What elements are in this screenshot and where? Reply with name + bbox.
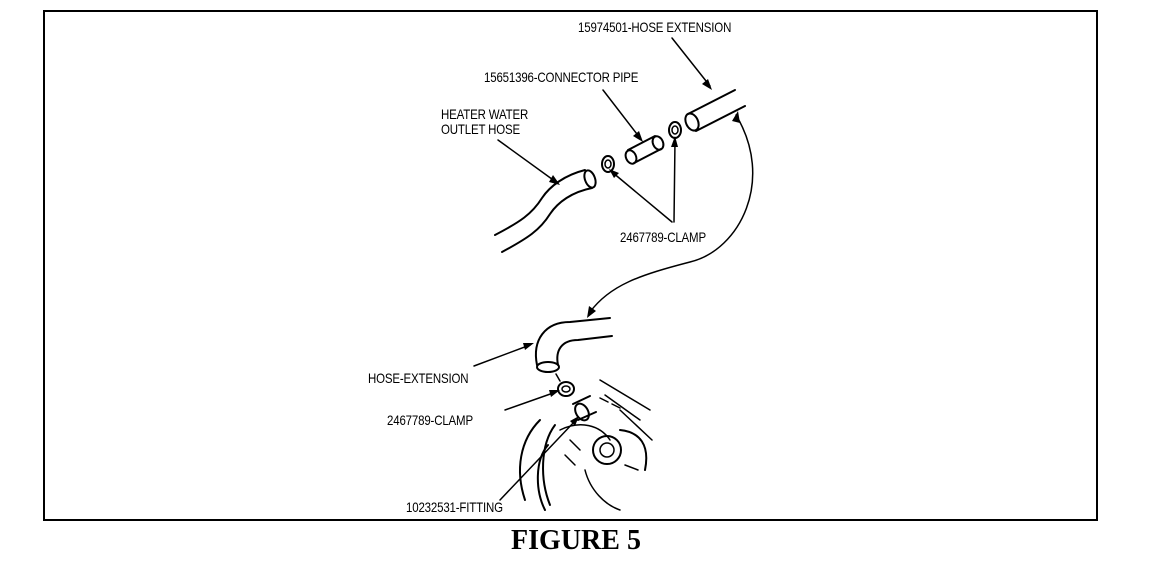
leader-lines-upper (497, 37, 754, 318)
figure-caption: FIGURE 5 (511, 525, 641, 556)
figure-frame (43, 10, 1098, 521)
label-connector-pipe: 15651396-CONNECTOR PIPE (484, 69, 639, 85)
label-heater-line2: OUTLET HOSE (441, 121, 521, 137)
engine-fitting-assembly (519, 379, 653, 511)
label-hose-extension-top: 15974501-HOSE EXTENSION (578, 19, 732, 35)
hose-extension-tube (684, 89, 746, 132)
label-heater-line1: HEATER WATER (441, 106, 529, 122)
label-fitting: 10232531-FITTING (406, 499, 503, 515)
upper-clamp-left (601, 155, 615, 173)
heater-water-outlet-hose (494, 169, 597, 253)
label-hose-extension-lower: HOSE-EXTENSION (368, 370, 469, 386)
leader-lines-lower (473, 343, 579, 501)
connector-pipe (624, 135, 665, 165)
lower-clamp (555, 373, 575, 397)
label-heater-water-outlet-hose: HEATER WATER OUTLET HOSE (441, 107, 528, 137)
upper-clamp-right (668, 121, 682, 139)
lower-hose-extension (534, 317, 613, 373)
label-clamp-upper: 2467789-CLAMP (620, 229, 706, 245)
label-clamp-lower: 2467789-CLAMP (387, 412, 473, 428)
